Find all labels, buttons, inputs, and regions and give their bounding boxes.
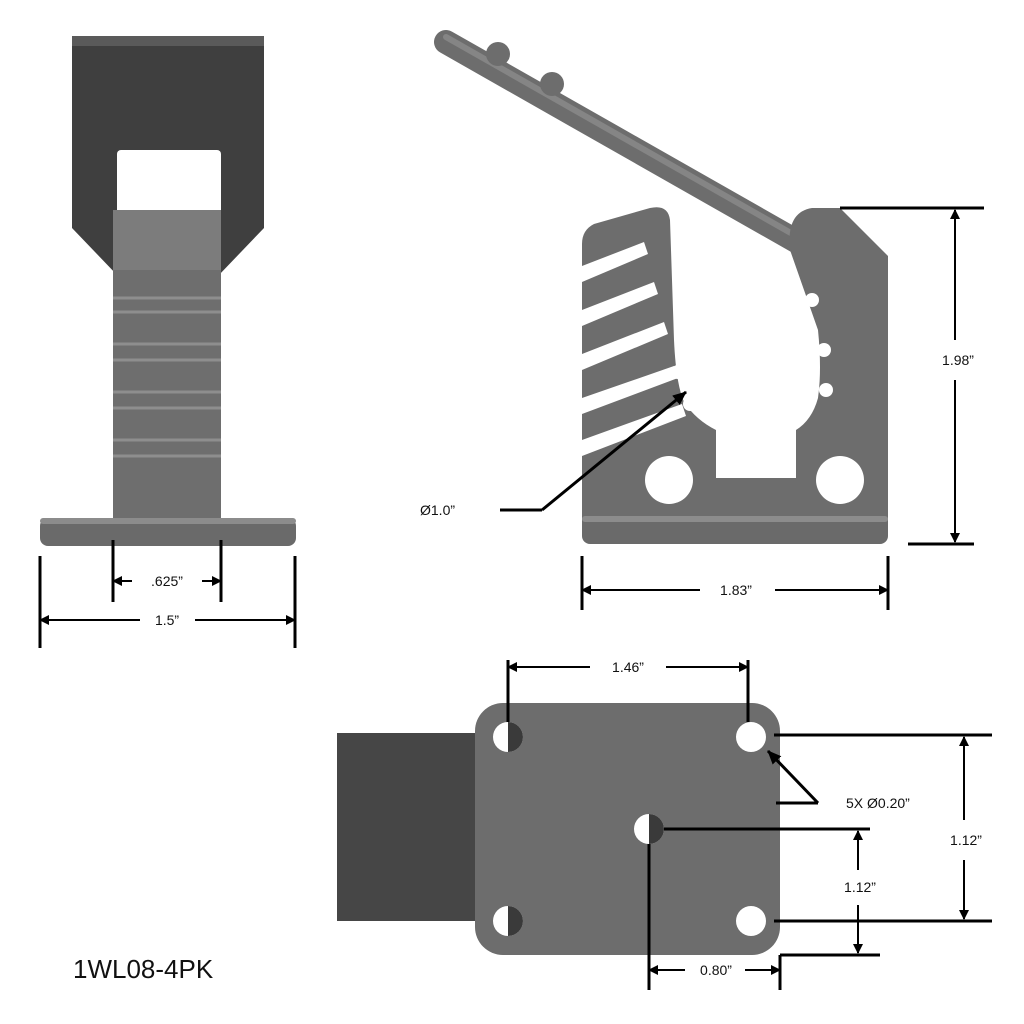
strap-knob <box>486 42 510 66</box>
bottom-holes <box>493 722 766 936</box>
dim-diameter-label: Ø1.0” <box>420 502 455 518</box>
front-stem-ridges <box>113 296 221 458</box>
jaw-notches <box>671 293 833 411</box>
bottom-view: 1.46” 5X Ø0.20” 1.12” 1.12” <box>337 659 992 990</box>
gripper-fingers <box>582 242 686 456</box>
dim-diameter-leader <box>500 390 687 512</box>
front-base <box>40 518 296 546</box>
front-strap-edge <box>72 36 264 46</box>
bottom-plate <box>475 703 780 955</box>
dim-stem-width <box>111 540 223 602</box>
side-mount-hole-right <box>816 456 864 504</box>
clamp-body <box>582 207 888 530</box>
dim-base-width-label: 1.5” <box>155 612 179 628</box>
side-mount-hole-left <box>645 456 693 504</box>
dim-outer-height <box>774 733 992 923</box>
dim-holes-leader <box>766 749 820 805</box>
side-view: Ø1.0” 1.98” 1.83” <box>420 30 984 610</box>
bottom-strap <box>337 733 487 921</box>
front-view: .625” 1.5” <box>38 36 297 648</box>
dim-center-height <box>664 827 880 957</box>
dim-base-width <box>38 556 297 648</box>
strap-knob <box>540 72 564 96</box>
dim-hole-spacing-label: 1.46” <box>612 659 644 675</box>
dim-holes-label: 5X Ø0.20” <box>846 795 910 811</box>
part-number: 1WL08-4PK <box>73 954 214 984</box>
front-strap-window <box>117 150 221 216</box>
side-base <box>582 516 888 544</box>
dim-width <box>580 556 890 610</box>
dim-center-offset <box>647 844 782 990</box>
dim-center-offset-label: 0.80” <box>700 962 732 978</box>
dim-outer-height-label: 1.12” <box>950 832 982 848</box>
dim-height-label: 1.98” <box>942 352 974 368</box>
dim-stem-width-label: .625” <box>151 573 183 589</box>
dim-width-label: 1.83” <box>720 582 752 598</box>
dim-hole-spacing <box>506 660 750 722</box>
side-strap <box>434 30 838 270</box>
dim-center-height-label: 1.12” <box>844 879 876 895</box>
dim-height <box>840 206 984 546</box>
